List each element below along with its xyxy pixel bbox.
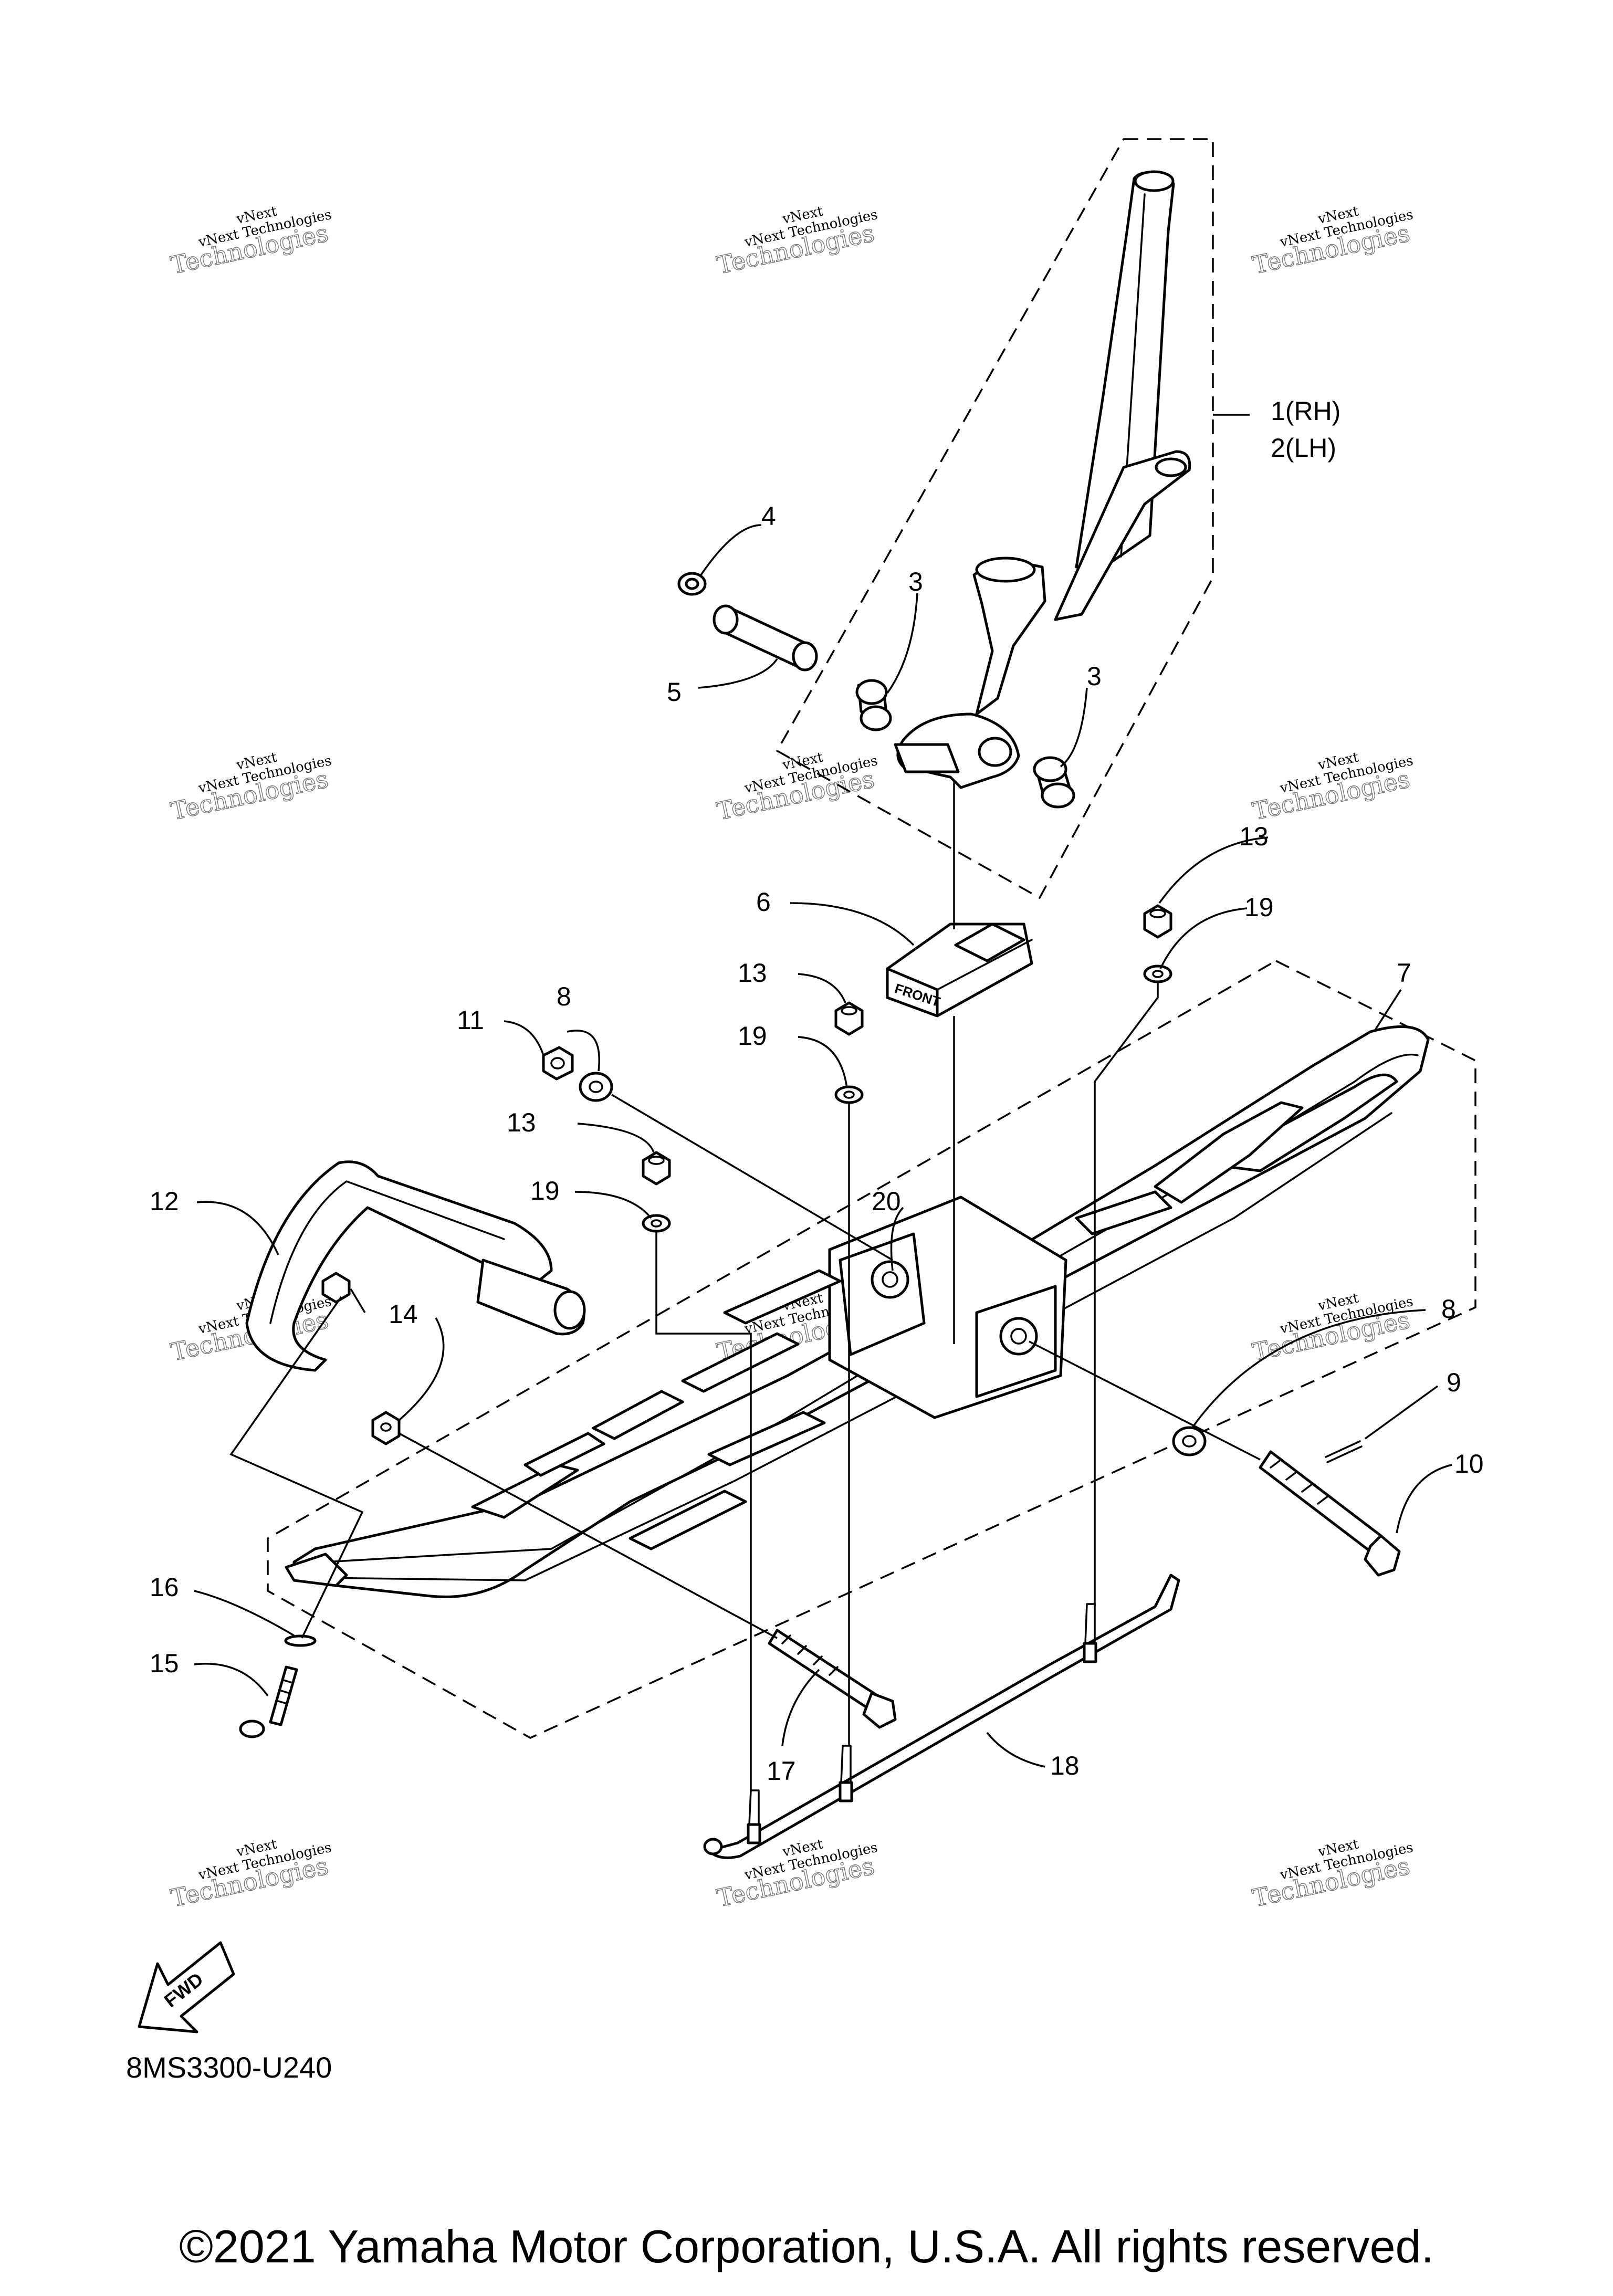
- callout-2-lh: 2(LH): [1271, 433, 1336, 463]
- line-nut14-to-bolt17: [399, 1432, 778, 1639]
- callout-10: 10: [1454, 1449, 1484, 1479]
- washer-16: [284, 1634, 317, 1647]
- nut-13-left: [642, 1151, 671, 1186]
- watermark-mid-left: vNext vNext Technologies Technologies: [168, 749, 333, 826]
- callout-14: 14: [389, 1299, 418, 1329]
- callout-9: 9: [1447, 1368, 1461, 1397]
- callout-3-upper: 3: [908, 567, 923, 596]
- ski-handle: [245, 1160, 586, 1372]
- copyright-notice: ©2021 Yamaha Motor Corporation, U.S.A. A…: [179, 2220, 1434, 2272]
- washer-19-right: [1143, 964, 1172, 983]
- diagram-code: 8MS3300-U240: [126, 2051, 332, 2084]
- callout-19-left: 19: [530, 1176, 560, 1205]
- callout-17: 17: [767, 1756, 796, 1786]
- bushing-lower: [1033, 756, 1075, 809]
- line-washer8-to-bolt: [1029, 1340, 1261, 1461]
- watermark-bottom-right: vNext vNext Technologies Technologies: [1250, 1836, 1415, 1913]
- nut-14-handle: [321, 1272, 351, 1304]
- callout-6: 6: [756, 887, 771, 917]
- watermark-top-left: vNext vNext Technologies Technologies: [168, 203, 333, 280]
- bolt-17: [768, 1629, 897, 1729]
- watermark-mid-right: vNext vNext Technologies Technologies: [1250, 749, 1415, 826]
- watermark-top-right: vNext vNext Technologies Technologies: [1250, 203, 1415, 280]
- nut-14-ski: [371, 1411, 401, 1445]
- callout-13-left: 13: [507, 1108, 536, 1137]
- watermark-top-center: vNext vNext Technologies Technologies: [714, 203, 879, 280]
- callout-20: 20: [872, 1187, 901, 1216]
- watermark-mid-center: vNext vNext Technologies Technologies: [714, 749, 879, 826]
- callout-8-lower: 8: [1441, 1294, 1456, 1324]
- ski-stopper: FRONT: [886, 922, 1033, 1018]
- washer-4: [677, 572, 707, 596]
- ski-group-outline: [267, 960, 1476, 1739]
- callout-3-lower: 3: [1087, 662, 1102, 691]
- callout-4: 4: [761, 501, 776, 531]
- washer-19-left: [642, 1214, 671, 1233]
- line-nut11-to-ski: [611, 1094, 893, 1261]
- nut-13-right: [1143, 904, 1172, 939]
- ski-runner: [703, 1574, 1180, 1859]
- callout-1-rh: 1(RH): [1271, 396, 1340, 426]
- callout-11: 11: [457, 1005, 484, 1035]
- nut-13-mid: [834, 1001, 864, 1036]
- callout-5: 5: [667, 677, 682, 707]
- line-nut13-left: [655, 1231, 752, 1790]
- callout-19-mid: 19: [738, 1021, 767, 1051]
- washer-8-upper: [579, 1072, 613, 1102]
- callout-13-mid: 13: [738, 958, 767, 988]
- ski-spindle: [894, 170, 1191, 789]
- washer-8-lower: [1172, 1426, 1207, 1456]
- washer-19-mid: [834, 1085, 864, 1104]
- callout-13-right: 13: [1239, 822, 1269, 851]
- spindle-group-outline: [776, 138, 1214, 899]
- callout-12: 12: [150, 1187, 179, 1216]
- screw-15: [239, 1665, 298, 1738]
- callout-16: 16: [150, 1572, 179, 1602]
- line-nut13-right: [1094, 982, 1159, 1607]
- ski: [285, 1025, 1430, 1598]
- callout-leaders: [194, 414, 1452, 1768]
- callout-7: 7: [1397, 958, 1411, 988]
- callout-15: 15: [150, 1649, 179, 1678]
- bolt-10: [1259, 1450, 1401, 1577]
- line-handle-to-screw: [229, 1296, 364, 1639]
- bushing-upper: [855, 679, 892, 731]
- cotter-pin: [1325, 1440, 1363, 1463]
- collar-5: [713, 604, 818, 672]
- callout-19-right: 19: [1244, 893, 1274, 922]
- callout-8-upper: 8: [557, 982, 571, 1011]
- callout-18: 18: [1050, 1751, 1080, 1780]
- watermark-bottom-left: vNext vNext Technologies Technologies: [168, 1836, 333, 1913]
- fwd-arrow-icon: FWD: [138, 1941, 235, 2033]
- watermark-bottom-center: vNext vNext Technologies Technologies: [714, 1836, 879, 1913]
- nut-11: [542, 1046, 574, 1081]
